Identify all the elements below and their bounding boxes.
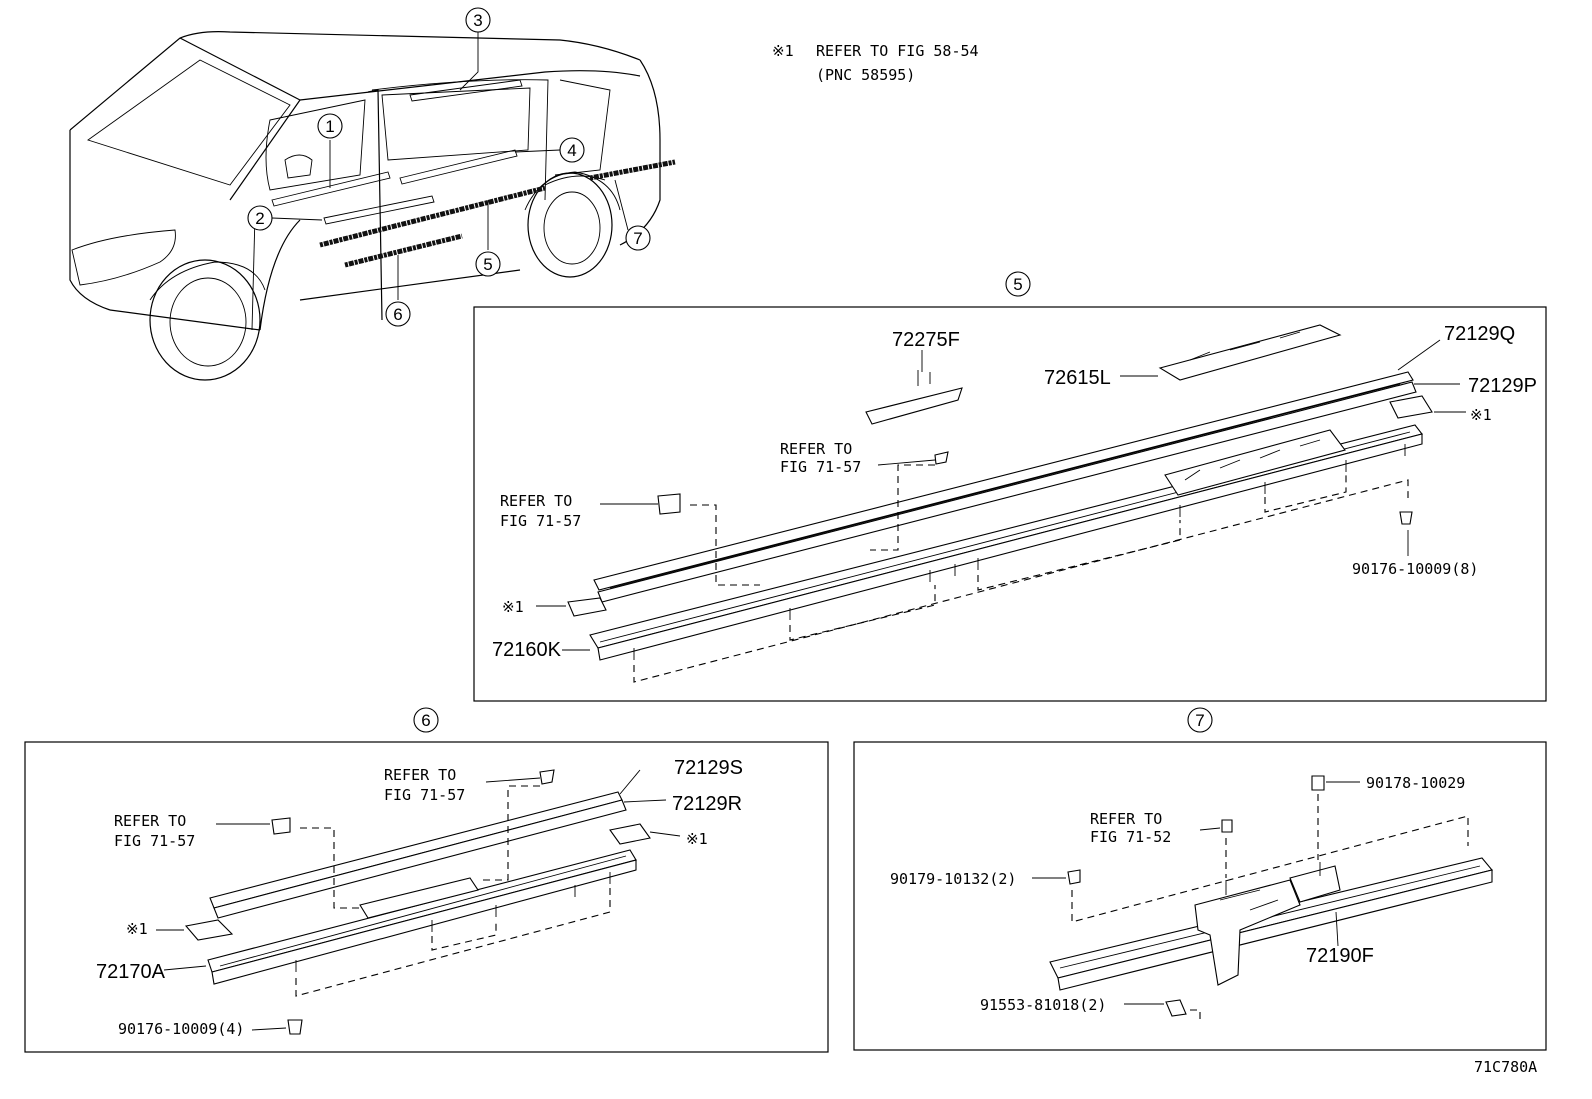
callout-2 <box>247 205 273 231</box>
panel-7-frame <box>853 741 1547 1051</box>
note-text: REFER TO FIG 58-54 <box>816 42 979 60</box>
panel-5-ref-1a: REFER TO <box>500 492 572 510</box>
part-72275F: 72275F <box>892 329 960 351</box>
panel-6: 6 72129S 72129R ※1 ※1 72170A 90176-10009… <box>24 707 829 1053</box>
callout-4 <box>559 137 585 163</box>
part-90179-10132-2: 90179-10132(2) <box>890 870 1016 888</box>
part-90176-10009-8: 90176-10009(8) <box>1352 560 1478 578</box>
panel-7-ref-a: REFER TO <box>1090 810 1162 828</box>
panel-5-mark-2: ※1 <box>502 598 524 616</box>
panel-5-frame <box>473 306 1547 702</box>
part-72160K: 72160K <box>492 639 562 661</box>
panel-6-ref-2b: FIG 71-57 <box>384 786 465 804</box>
part-72170A: 72170A <box>96 961 166 983</box>
panel-5-ref-2a: REFER TO <box>780 440 852 458</box>
part-90178-10029: 90178-10029 <box>1366 774 1465 792</box>
part-72129Q: 72129Q <box>1444 323 1515 345</box>
panel-7: 7 90178-10029 90179-10132(2) 72190F 9155… <box>853 707 1547 1051</box>
panel-6-ref-2a: REFER TO <box>384 766 456 784</box>
callout-7-label: 7 <box>633 229 642 248</box>
vehicle-overview: 3 1 2 4 5 6 7 <box>69 7 676 381</box>
callout-1 <box>317 113 343 139</box>
callout-6 <box>385 301 411 327</box>
panel-5-title-circle <box>1005 271 1031 297</box>
panel-7-ref-b: FIG 71-52 <box>1090 828 1171 846</box>
panel-6-ref-1b: FIG 71-57 <box>114 832 195 850</box>
panel-5-ref-1b: FIG 71-57 <box>500 512 581 530</box>
part-72129S: 72129S <box>674 757 743 779</box>
part-72190F: 72190F <box>1306 945 1374 967</box>
note: ※1 REFER TO FIG 58-54 (PNC 58595) <box>772 42 979 84</box>
part-90176-10009-4: 90176-10009(4) <box>118 1020 244 1038</box>
callout-1-label: 1 <box>325 117 334 136</box>
callout-5 <box>475 251 501 277</box>
note-sub: (PNC 58595) <box>816 66 915 84</box>
panel-6-mark-1: ※1 <box>686 830 708 848</box>
part-72129P: 72129P <box>1468 375 1537 397</box>
figure-code: 71C780A <box>1474 1058 1537 1076</box>
panel-7-title: 7 <box>1195 711 1204 730</box>
panel-6-ref-1a: REFER TO <box>114 812 186 830</box>
panel-6-title: 6 <box>421 711 430 730</box>
callout-5-label: 5 <box>483 255 492 274</box>
panel-5-mark-1: ※1 <box>1470 406 1492 424</box>
callout-7 <box>625 225 651 251</box>
part-72129R: 72129R <box>672 793 742 815</box>
callout-3 <box>465 7 491 33</box>
callout-3-label: 3 <box>473 11 482 30</box>
panel-5: 5 <box>473 271 1547 702</box>
panel-6-mark-2: ※1 <box>126 920 148 938</box>
callout-4-label: 4 <box>567 141 576 160</box>
panel-5-ref-2b: FIG 71-57 <box>780 458 861 476</box>
panel-7-title-circle <box>1187 707 1213 733</box>
part-72615L: 72615L <box>1044 367 1111 389</box>
callout-2-label: 2 <box>255 209 264 228</box>
callout-6-label: 6 <box>393 305 402 324</box>
panel-6-title-circle <box>413 707 439 733</box>
part-91553-81018-2: 91553-81018(2) <box>980 996 1106 1014</box>
note-mark: ※1 <box>772 42 794 60</box>
panel-5-title: 5 <box>1013 275 1022 294</box>
panel-6-frame <box>24 741 829 1053</box>
